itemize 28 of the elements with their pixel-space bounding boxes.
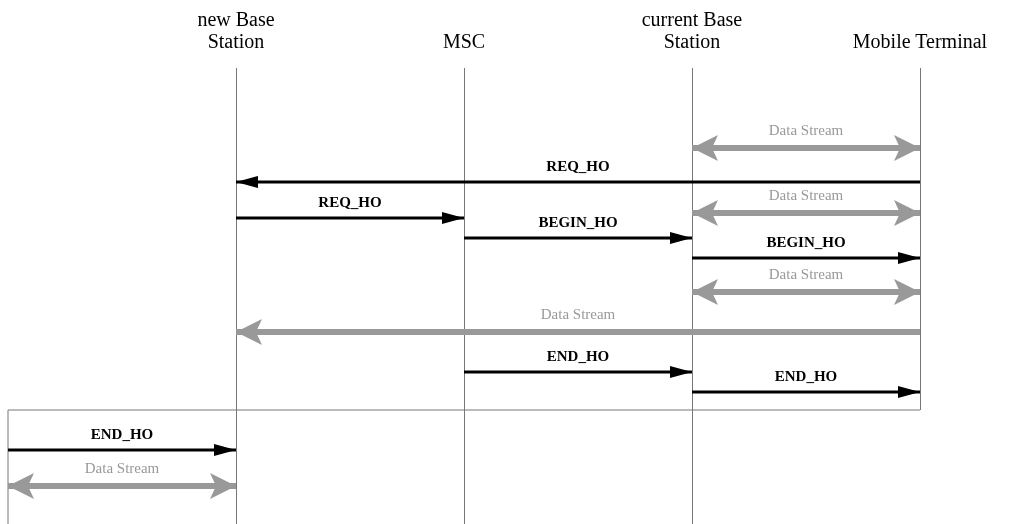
data-stream-arrow [692, 135, 920, 161]
data-stream-arrow [692, 200, 920, 226]
edge-label: END_HO [774, 368, 838, 385]
data-stream-arrow [8, 473, 236, 499]
edge-label: REQ_HO [318, 194, 382, 211]
message-arrow [464, 232, 692, 244]
edge-label: Data Stream [540, 306, 616, 323]
message-arrow [236, 212, 464, 224]
edge-label: Data Stream [768, 187, 844, 204]
edge-label: BEGIN_HO [766, 234, 846, 251]
edge-label: REQ_HO [546, 158, 610, 175]
participant-name: MSC [441, 30, 487, 52]
message-arrow [464, 366, 692, 378]
message-arrow [692, 386, 920, 398]
message-arrow [692, 252, 920, 264]
message-arrow [8, 444, 236, 456]
message-arrow [236, 176, 920, 188]
participant-name: current Base Station [640, 8, 744, 52]
edge-label: Data Stream [768, 122, 844, 139]
edge-label: END_HO [546, 348, 610, 365]
edge-label: BEGIN_HO [538, 214, 618, 231]
edge-label: Data Stream [768, 266, 844, 283]
data-stream-arrow [692, 279, 920, 305]
edge-label: Data Stream [84, 460, 160, 477]
participant-name: new Base Station [196, 8, 276, 52]
edge-label: END_HO [90, 426, 154, 443]
participant-name: Mobile Terminal [851, 30, 989, 52]
data-stream-arrow [236, 319, 920, 345]
